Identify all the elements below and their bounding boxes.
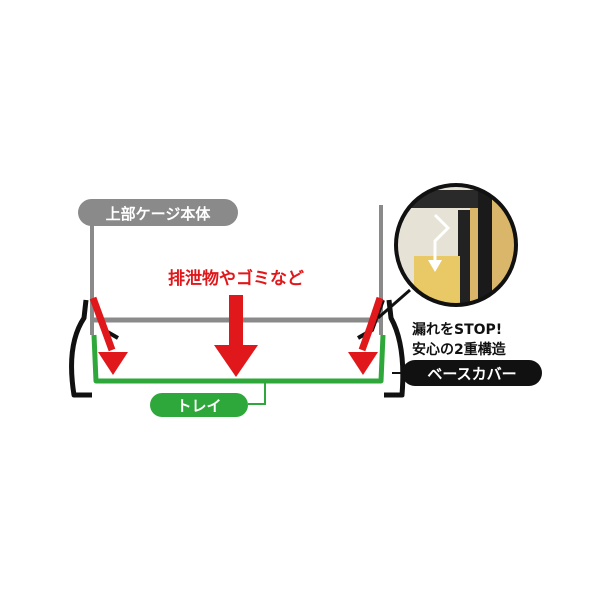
left-arrow (89, 296, 128, 375)
tray (91, 334, 386, 405)
zoom-inset (377, 183, 518, 320)
waste-arrows (89, 295, 384, 377)
base-cover-label: ベースカバー (392, 360, 542, 386)
right-arrow (348, 296, 384, 375)
tray-label-text: トレイ (176, 397, 221, 415)
waste-label: 排泄物やゴミなど (168, 268, 304, 289)
center-arrow (214, 295, 258, 377)
feature-line-1: 漏れをSTOP! (412, 322, 502, 338)
tray-label: トレイ (150, 393, 248, 417)
feature-line-2: 安心の2重構造 (412, 341, 506, 358)
upper-cage-label-text: 上部ケージ本体 (106, 205, 212, 223)
upper-cage-label: 上部ケージ本体 (78, 199, 238, 226)
base-cover-label-text: ベースカバー (427, 365, 516, 383)
